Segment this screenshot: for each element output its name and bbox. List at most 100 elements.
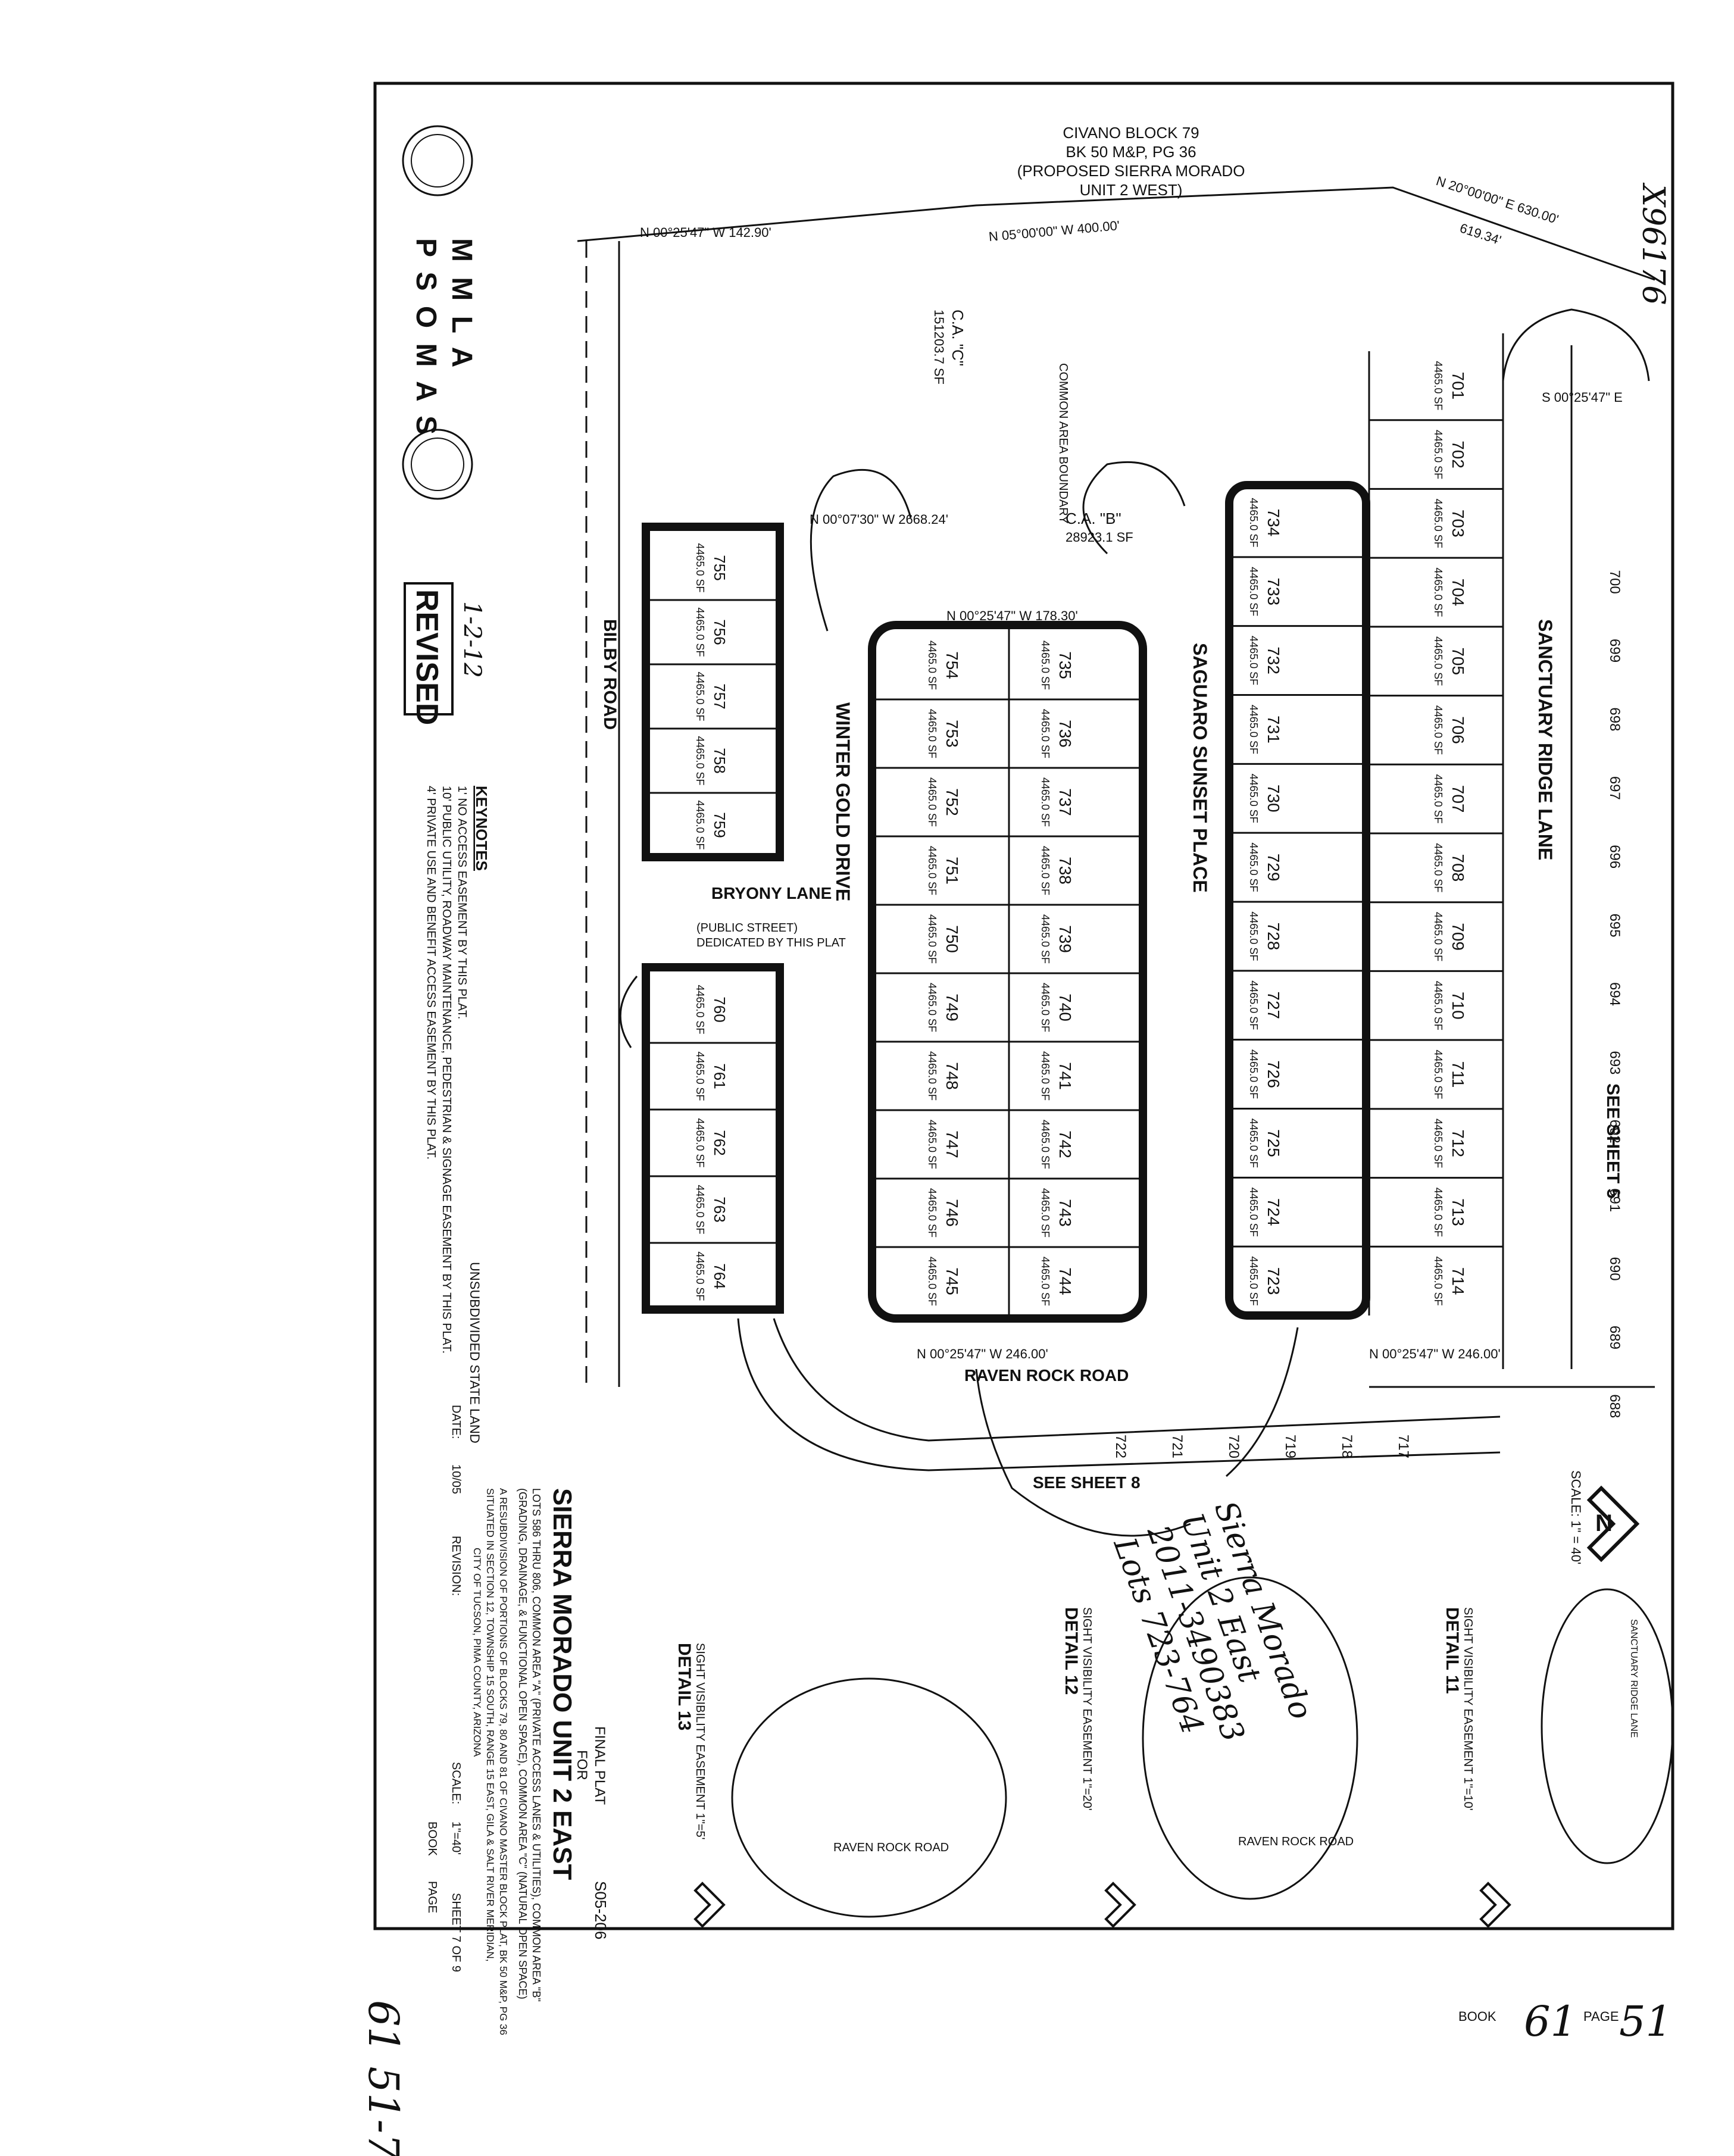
- lot-area: 4465.0 SF: [694, 1051, 706, 1101]
- page-label-side: PAGE: [426, 1881, 439, 1913]
- lot-area: 4465.0 SF: [1248, 843, 1260, 892]
- cul-de-sac-bilby: [619, 976, 638, 1048]
- street-winter-gold: WINTER GOLD DRIVE: [832, 702, 854, 901]
- side-ref: 61 51-7: [359, 2000, 408, 2156]
- lot-number: 720: [1226, 1435, 1242, 1458]
- lot-area: 4465.0 SF: [926, 846, 938, 895]
- cul-de-sac-winter: [810, 468, 912, 632]
- lot-number: 735: [1056, 651, 1074, 679]
- title-lots: LOTS 586 THRU 806, COMMON AREA "A" (PRIV…: [530, 1488, 542, 2002]
- lot-area: 4465.0 SF: [1432, 430, 1444, 479]
- lot-area: 4465.0 SF: [926, 1188, 938, 1238]
- lot-number: 711: [1449, 1061, 1467, 1088]
- lot-area: 4465.0 SF: [1432, 1118, 1444, 1168]
- detail-11-title: DETAIL 11: [1442, 1607, 1462, 1694]
- parcel-label-3: (PROPOSED SIERRA MORADO: [1017, 162, 1245, 180]
- detail-11-sub: SIGHT VISIBILITY EASEMENT 1"=10': [1461, 1607, 1474, 1811]
- lot-number: 718: [1339, 1435, 1355, 1458]
- lot-number: 758: [711, 748, 729, 773]
- lot-number: 690: [1607, 1257, 1623, 1281]
- lot-number: 707: [1449, 785, 1467, 813]
- lot-area: 4465.0 SF: [694, 543, 706, 592]
- north-arrow-d11: [1479, 1882, 1511, 1928]
- ca-b-label: C.A. "B": [1066, 510, 1121, 527]
- footer-book-value: 61: [1524, 1997, 1577, 2046]
- lot-area: 4465.0 SF: [694, 985, 706, 1034]
- see-sheet-5: SEE SHEET 5: [1603, 1083, 1623, 1198]
- lot-number: 727: [1264, 991, 1283, 1019]
- lot-area: 4465.0 SF: [1039, 1188, 1051, 1238]
- revised-stamp: REVISED 1-2-12: [404, 582, 486, 725]
- pointer-line: [1226, 1327, 1299, 1477]
- lot-area: 4465.0 SF: [926, 983, 938, 1032]
- bearing-6: N 00°25'47" W 246.00': [917, 1346, 1048, 1361]
- lot-number: 749: [943, 993, 961, 1021]
- lot-number: 743: [1056, 1199, 1074, 1227]
- firm-name-1: M M L A: [446, 238, 477, 371]
- lot-number: 751: [943, 857, 961, 885]
- keynote-1: 1' NO ACCESS EASEMENT BY THIS PLAT.: [455, 786, 468, 1019]
- detail-11-ellipse: [1541, 1588, 1674, 1864]
- see-sheet-8: SEE SHEET 8: [1033, 1473, 1141, 1492]
- firm-block: M M L A P S O M A S: [410, 238, 477, 438]
- lot-area: 4465.0 SF: [1432, 499, 1444, 548]
- lot-number: 719: [1282, 1435, 1298, 1458]
- common-area-boundary: COMMON AREA BOUNDARY: [1057, 363, 1070, 524]
- title-city: CITY OF TUCSON, PIMA COUNTY, ARIZONA: [471, 1548, 483, 1757]
- lot-area: 4465.0 SF: [926, 777, 938, 827]
- bearing-1: N 00°25'47" W 142.90': [640, 225, 771, 240]
- engineer-seal-bottom-inner: [411, 438, 464, 491]
- lot-number: 729: [1264, 854, 1283, 882]
- lot-area: 4465.0 SF: [1432, 705, 1444, 755]
- lot-number: 723: [1264, 1267, 1283, 1295]
- lot-number: 754: [943, 651, 961, 679]
- keynote-2: 10' PUBLIC UTILITY, ROADWAY MAINTENANCE,…: [440, 786, 453, 1354]
- lot-area: 4465.0 SF: [1248, 774, 1260, 823]
- lot-area: 4465.0 SF: [926, 1257, 938, 1306]
- lot-number: 746: [943, 1199, 961, 1227]
- lot-area: 4465.0 SF: [694, 1185, 706, 1234]
- scale-note: SCALE: 1" = 40': [1569, 1470, 1583, 1564]
- lot-number: 734: [1264, 509, 1283, 537]
- cul-de-sac-north: [1502, 308, 1650, 382]
- lot-number: 756: [711, 619, 729, 645]
- footer-page-label: PAGE: [1583, 2009, 1619, 2024]
- lot-number: 739: [1056, 925, 1074, 953]
- sheet-border: [373, 82, 1674, 1930]
- lot-area: 4465.0 SF: [694, 671, 706, 721]
- lot-area: 4465.0 SF: [1039, 983, 1051, 1032]
- detail-12-title: DETAIL 12: [1061, 1607, 1081, 1695]
- lot-number: 762: [711, 1130, 729, 1155]
- lot-area: 4465.0 SF: [926, 1120, 938, 1169]
- keynotes-block: KEYNOTES 1' NO ACCESS EASEMENT BY THIS P…: [424, 786, 490, 1354]
- lot-area: 4465.0 SF: [926, 914, 938, 964]
- lot-number: 721: [1169, 1435, 1185, 1458]
- lot-area: 4465.0 SF: [1039, 846, 1051, 895]
- lot-area: 4465.0 SF: [694, 1251, 706, 1301]
- lot-area: 4465.0 SF: [1248, 980, 1260, 1030]
- engineer-seal-top-inner: [411, 134, 464, 188]
- block-bilby-south: [642, 963, 784, 1314]
- scale-label: SCALE:: [449, 1762, 463, 1804]
- lot-area: 4465.0 SF: [1039, 1120, 1051, 1169]
- lot-number: 750: [943, 925, 961, 953]
- lot-number: 710: [1449, 992, 1467, 1020]
- lot-number: 742: [1056, 1130, 1074, 1158]
- firm-name-2: P S O M A S: [410, 238, 442, 438]
- lot-area: 4465.0 SF: [1248, 1118, 1260, 1168]
- lot-number: 714: [1449, 1267, 1467, 1295]
- lot-area: 4465.0 SF: [1039, 709, 1051, 758]
- detail-13-title: DETAIL 13: [674, 1643, 694, 1730]
- lot-area: 4465.0 SF: [1248, 498, 1260, 547]
- raven-rock-road-edge: [773, 1318, 1501, 1442]
- lot-area: 4465.0 SF: [1039, 640, 1051, 690]
- lot-lines: [649, 351, 1503, 1316]
- lot-area: 4465.0 SF: [1432, 1049, 1444, 1099]
- engineer-seal-top: [402, 125, 473, 196]
- north-arrow-main: N: [1586, 1485, 1640, 1563]
- parcel-label-2: BK 50 M&P, PG 36: [1066, 143, 1196, 161]
- lot-number: 701: [1449, 371, 1467, 399]
- lot-number: 724: [1264, 1198, 1283, 1226]
- detail-13-ellipse: [731, 1677, 1007, 1918]
- title-lots-2: (GRADING, DRAINAGE, & FUNCTIONAL OPEN SP…: [517, 1488, 529, 1999]
